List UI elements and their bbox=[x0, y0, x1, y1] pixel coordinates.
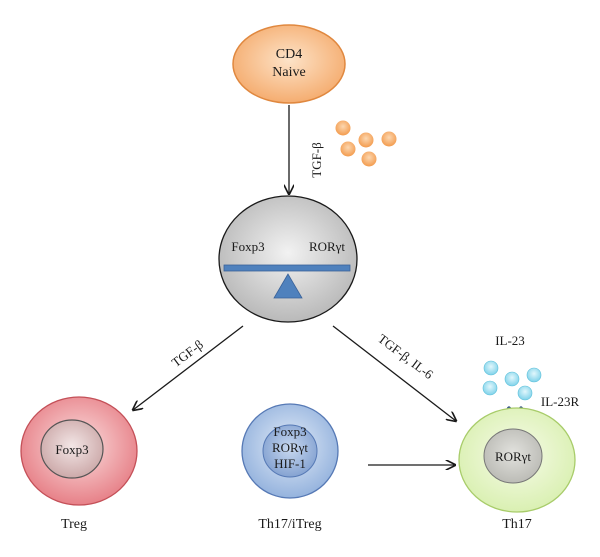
arrow-balance-to-th17 bbox=[332, 325, 456, 421]
il-23r-label: IL-23R bbox=[541, 394, 580, 409]
tgf-beta-molecules bbox=[335, 120, 397, 167]
balance-beam bbox=[223, 264, 351, 272]
cd4-naive-ellipse bbox=[232, 24, 346, 104]
tgf-beta-label-treg: TGF-β bbox=[169, 337, 207, 371]
th17-itreg-nucleus bbox=[262, 424, 318, 478]
mix-foxp3-label: Foxp3 bbox=[273, 424, 306, 439]
il23-dot bbox=[483, 360, 499, 376]
th17-rorgt-label: RORγt bbox=[495, 449, 531, 464]
naive-label: Naive bbox=[272, 65, 305, 80]
th17-itreg-caption: Th17/iTreg bbox=[258, 517, 321, 532]
treg-node: Foxp3 Treg bbox=[20, 396, 138, 532]
il23-dot bbox=[482, 380, 498, 396]
tgf-dot bbox=[358, 132, 374, 148]
balance-node: Foxp3 RORγt bbox=[218, 195, 358, 323]
balance-ellipse bbox=[218, 195, 358, 323]
tgf-dot bbox=[335, 120, 351, 136]
treg-nucleus bbox=[40, 419, 104, 479]
balance-rorgt-label: RORγt bbox=[309, 239, 345, 254]
th17-node: RORγt Th17 bbox=[458, 407, 576, 532]
tgf-dot bbox=[361, 151, 377, 167]
th17-caption: Th17 bbox=[502, 517, 532, 532]
tgf-beta-label-vertical: TGF-β bbox=[309, 142, 324, 178]
treg-foxp3-label: Foxp3 bbox=[55, 442, 88, 457]
mix-hif1-label: HIF-1 bbox=[274, 456, 306, 471]
balance-fulcrum bbox=[273, 273, 303, 299]
balance-foxp3-label: Foxp3 bbox=[231, 239, 264, 254]
cd4-naive-node: CD4 Naive bbox=[232, 24, 346, 104]
il23-dot bbox=[504, 371, 520, 387]
cd4-label: CD4 bbox=[276, 47, 302, 62]
il23-dot bbox=[526, 367, 542, 383]
tgf-beta-il6-label: TGF-β, IL-6 bbox=[375, 331, 436, 382]
th17-itreg-node: Foxp3 RORγt HIF-1 Th17/iTreg bbox=[241, 403, 339, 532]
tgf-dot bbox=[340, 141, 356, 157]
th17-nucleus bbox=[483, 428, 543, 484]
il-23-molecules: IL-23 bbox=[482, 333, 542, 401]
tgf-dot bbox=[381, 131, 397, 147]
il23-dot bbox=[517, 385, 533, 401]
treg-caption: Treg bbox=[61, 517, 87, 532]
arrow-balance-to-treg bbox=[133, 325, 244, 410]
mix-rorgt-label: RORγt bbox=[272, 440, 308, 455]
il-23-label: IL-23 bbox=[495, 333, 525, 348]
